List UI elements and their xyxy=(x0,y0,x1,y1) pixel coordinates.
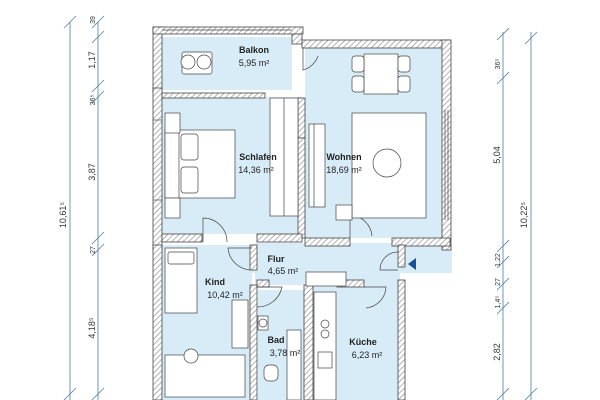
dim-right-1: 36⁵ xyxy=(495,59,502,70)
dim-left-4: 3,87 xyxy=(87,163,97,181)
dim-left-5: 27 xyxy=(90,246,97,254)
dim-right-6: 2,82 xyxy=(492,343,502,361)
dim-right-2: 5,04 xyxy=(492,146,502,164)
room-area-wohnen: 18,69 m² xyxy=(326,165,362,175)
dim-right-4: 27 xyxy=(495,278,502,286)
room-area-kind: 10,42 m² xyxy=(207,290,243,300)
room-area-bad: 3,78 m² xyxy=(270,348,301,358)
dimension-chain-left-inner xyxy=(91,15,105,400)
dimension-chain-right-inner xyxy=(496,27,510,400)
walls xyxy=(152,26,452,400)
entrance-arrow-icon xyxy=(408,258,416,270)
room-area-kueche: 6,23 m² xyxy=(352,350,383,360)
room-area-schlafen: 14,36 m² xyxy=(238,165,274,175)
dim-left-6: 4,18⁵ xyxy=(87,317,97,339)
dim-left-2: 1,17 xyxy=(87,51,97,69)
dim-right-3: 1,22 xyxy=(495,253,502,267)
room-name-kind: Kind xyxy=(205,277,225,287)
windows xyxy=(153,29,449,220)
dimension-chain-right-outer xyxy=(524,31,538,400)
room-name-wohnen: Wohnen xyxy=(326,152,361,162)
room-name-schlafen: Schlafen xyxy=(239,152,277,162)
room-name-balkon: Balkon xyxy=(239,45,269,55)
room-area-flur: 4,65 m² xyxy=(268,266,299,276)
room-name-bad: Bad xyxy=(267,335,284,345)
furniture xyxy=(164,51,427,400)
room-name-flur: Flur xyxy=(268,254,285,264)
dimension-chain-left-outer xyxy=(63,15,77,400)
dim-left-total: 10,61⁵ xyxy=(58,202,68,229)
dim-right-5: 1,4⁵ xyxy=(495,296,502,309)
dim-right-total: 10,22⁵ xyxy=(519,202,529,229)
room-area-balkon: 5,95 m² xyxy=(239,58,270,68)
dim-left-3: 36⁵ xyxy=(90,95,97,106)
room-name-kueche: Küche xyxy=(349,337,377,347)
dim-left-1: 39 xyxy=(90,16,97,24)
